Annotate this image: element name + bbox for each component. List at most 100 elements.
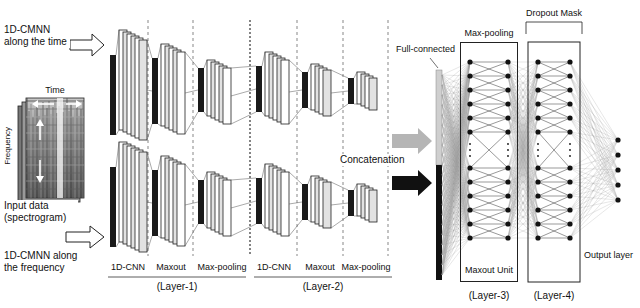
- neuron: [505, 101, 510, 106]
- spectrogram-texture: [26, 172, 84, 174]
- operation-label: Concatenation: [340, 154, 405, 166]
- feature-map: [323, 70, 331, 116]
- neuron: [535, 179, 540, 184]
- axis-label: Frequency: [3, 127, 13, 165]
- feature-bar: [348, 78, 354, 104]
- neuron: [567, 87, 572, 92]
- output-neuron: [615, 137, 620, 142]
- neuron: [505, 115, 510, 120]
- spectrogram-texture: [70, 104, 72, 198]
- layer-label: (Layer-2): [303, 281, 344, 293]
- input-direction-label: 1D-CMNN along the frequency: [4, 250, 84, 274]
- spectrogram-texture: [26, 164, 84, 166]
- feature-bar: [302, 72, 308, 108]
- spectrogram-texture: [64, 105, 66, 198]
- operation-label: Full-connected: [396, 44, 455, 55]
- layer-label: (Layer-1): [157, 281, 198, 293]
- feature-map: [223, 180, 231, 236]
- neuron: [535, 87, 540, 92]
- operation-label: Max-pooling: [464, 28, 513, 39]
- freq-arrow: [39, 160, 41, 178]
- ellipsis-dot: [469, 143, 471, 145]
- neuron: [567, 179, 572, 184]
- neuron: [535, 165, 540, 170]
- stage-label: 1D-CNN: [257, 262, 291, 273]
- feature-map: [281, 60, 289, 124]
- neuron: [535, 115, 540, 120]
- neuron: [505, 179, 510, 184]
- maxout-connections: [470, 62, 570, 238]
- feature-bar: [110, 167, 116, 247]
- neuron: [505, 73, 510, 78]
- feature-bar: [152, 170, 158, 236]
- feature-map: [369, 78, 377, 110]
- output-label: Output layer: [584, 250, 633, 261]
- neuron: [467, 129, 472, 134]
- spectrogram-texture: [52, 107, 54, 198]
- feature-map: [281, 172, 289, 236]
- neuron: [567, 73, 572, 78]
- layer4-box: [528, 42, 580, 282]
- neuron: [467, 165, 472, 170]
- neuron: [467, 193, 472, 198]
- box-label: Maxout Unit: [465, 265, 513, 276]
- output-neuron: [615, 167, 620, 172]
- layer-label: (Layer-3): [469, 290, 510, 302]
- arrow-head: [32, 100, 38, 108]
- ellipsis-dot: [507, 143, 509, 145]
- neuron: [505, 129, 510, 134]
- neuron: [467, 235, 472, 240]
- ellipsis-dot: [569, 155, 571, 157]
- neuron: [467, 207, 472, 212]
- input-arrow: [70, 34, 104, 56]
- stage-separator: [343, 20, 344, 256]
- stage-separator: [249, 20, 250, 256]
- spectrogram: [26, 98, 84, 198]
- spectrogram-texture: [26, 100, 84, 102]
- ellipsis-dot: [569, 149, 571, 151]
- neuron: [467, 87, 472, 92]
- neuron: [567, 115, 572, 120]
- concat-arrow: [392, 170, 432, 196]
- leader-line: [430, 58, 438, 68]
- ellipsis-dot: [569, 143, 571, 145]
- stage-separator: [388, 20, 389, 256]
- ellipsis-dot: [537, 155, 539, 157]
- neuron: [535, 193, 540, 198]
- spectrogram-texture: [34, 110, 36, 198]
- concat-vector: [436, 70, 442, 165]
- layer-label: (Layer-4): [534, 290, 575, 302]
- feature-map: [177, 52, 185, 134]
- freq-arrow: [39, 124, 41, 140]
- neuron: [467, 101, 472, 106]
- ellipsis-dot: [507, 155, 509, 157]
- stage-label: Maxout: [305, 262, 335, 273]
- neuron: [535, 129, 540, 134]
- stage-label: 1D-CNN: [111, 262, 145, 273]
- neuron: [505, 165, 510, 170]
- dense-connections: [442, 62, 618, 275]
- feature-bar: [152, 58, 158, 124]
- neuron: [505, 221, 510, 226]
- spectrogram-texture: [46, 108, 48, 198]
- ellipsis-dot: [507, 149, 509, 151]
- feature-map: [139, 40, 147, 140]
- feature-bar: [198, 68, 204, 112]
- neuron: [567, 221, 572, 226]
- layer-underline: [108, 277, 246, 278]
- neuron: [467, 221, 472, 226]
- layer-underline: [254, 277, 392, 278]
- neuron: [535, 73, 540, 78]
- axis-label: Time: [45, 85, 65, 96]
- dropout-bracket: [526, 22, 582, 34]
- neuron: [505, 207, 510, 212]
- feature-bar: [256, 178, 262, 224]
- arrow-head: [36, 176, 44, 183]
- neuron: [567, 193, 572, 198]
- neuron: [567, 129, 572, 134]
- output-neuron: [615, 152, 620, 157]
- stage-label: Max-pooling: [341, 262, 390, 273]
- feature-bar: [198, 180, 204, 224]
- neuron: [535, 221, 540, 226]
- stage-label: Maxout: [156, 262, 186, 273]
